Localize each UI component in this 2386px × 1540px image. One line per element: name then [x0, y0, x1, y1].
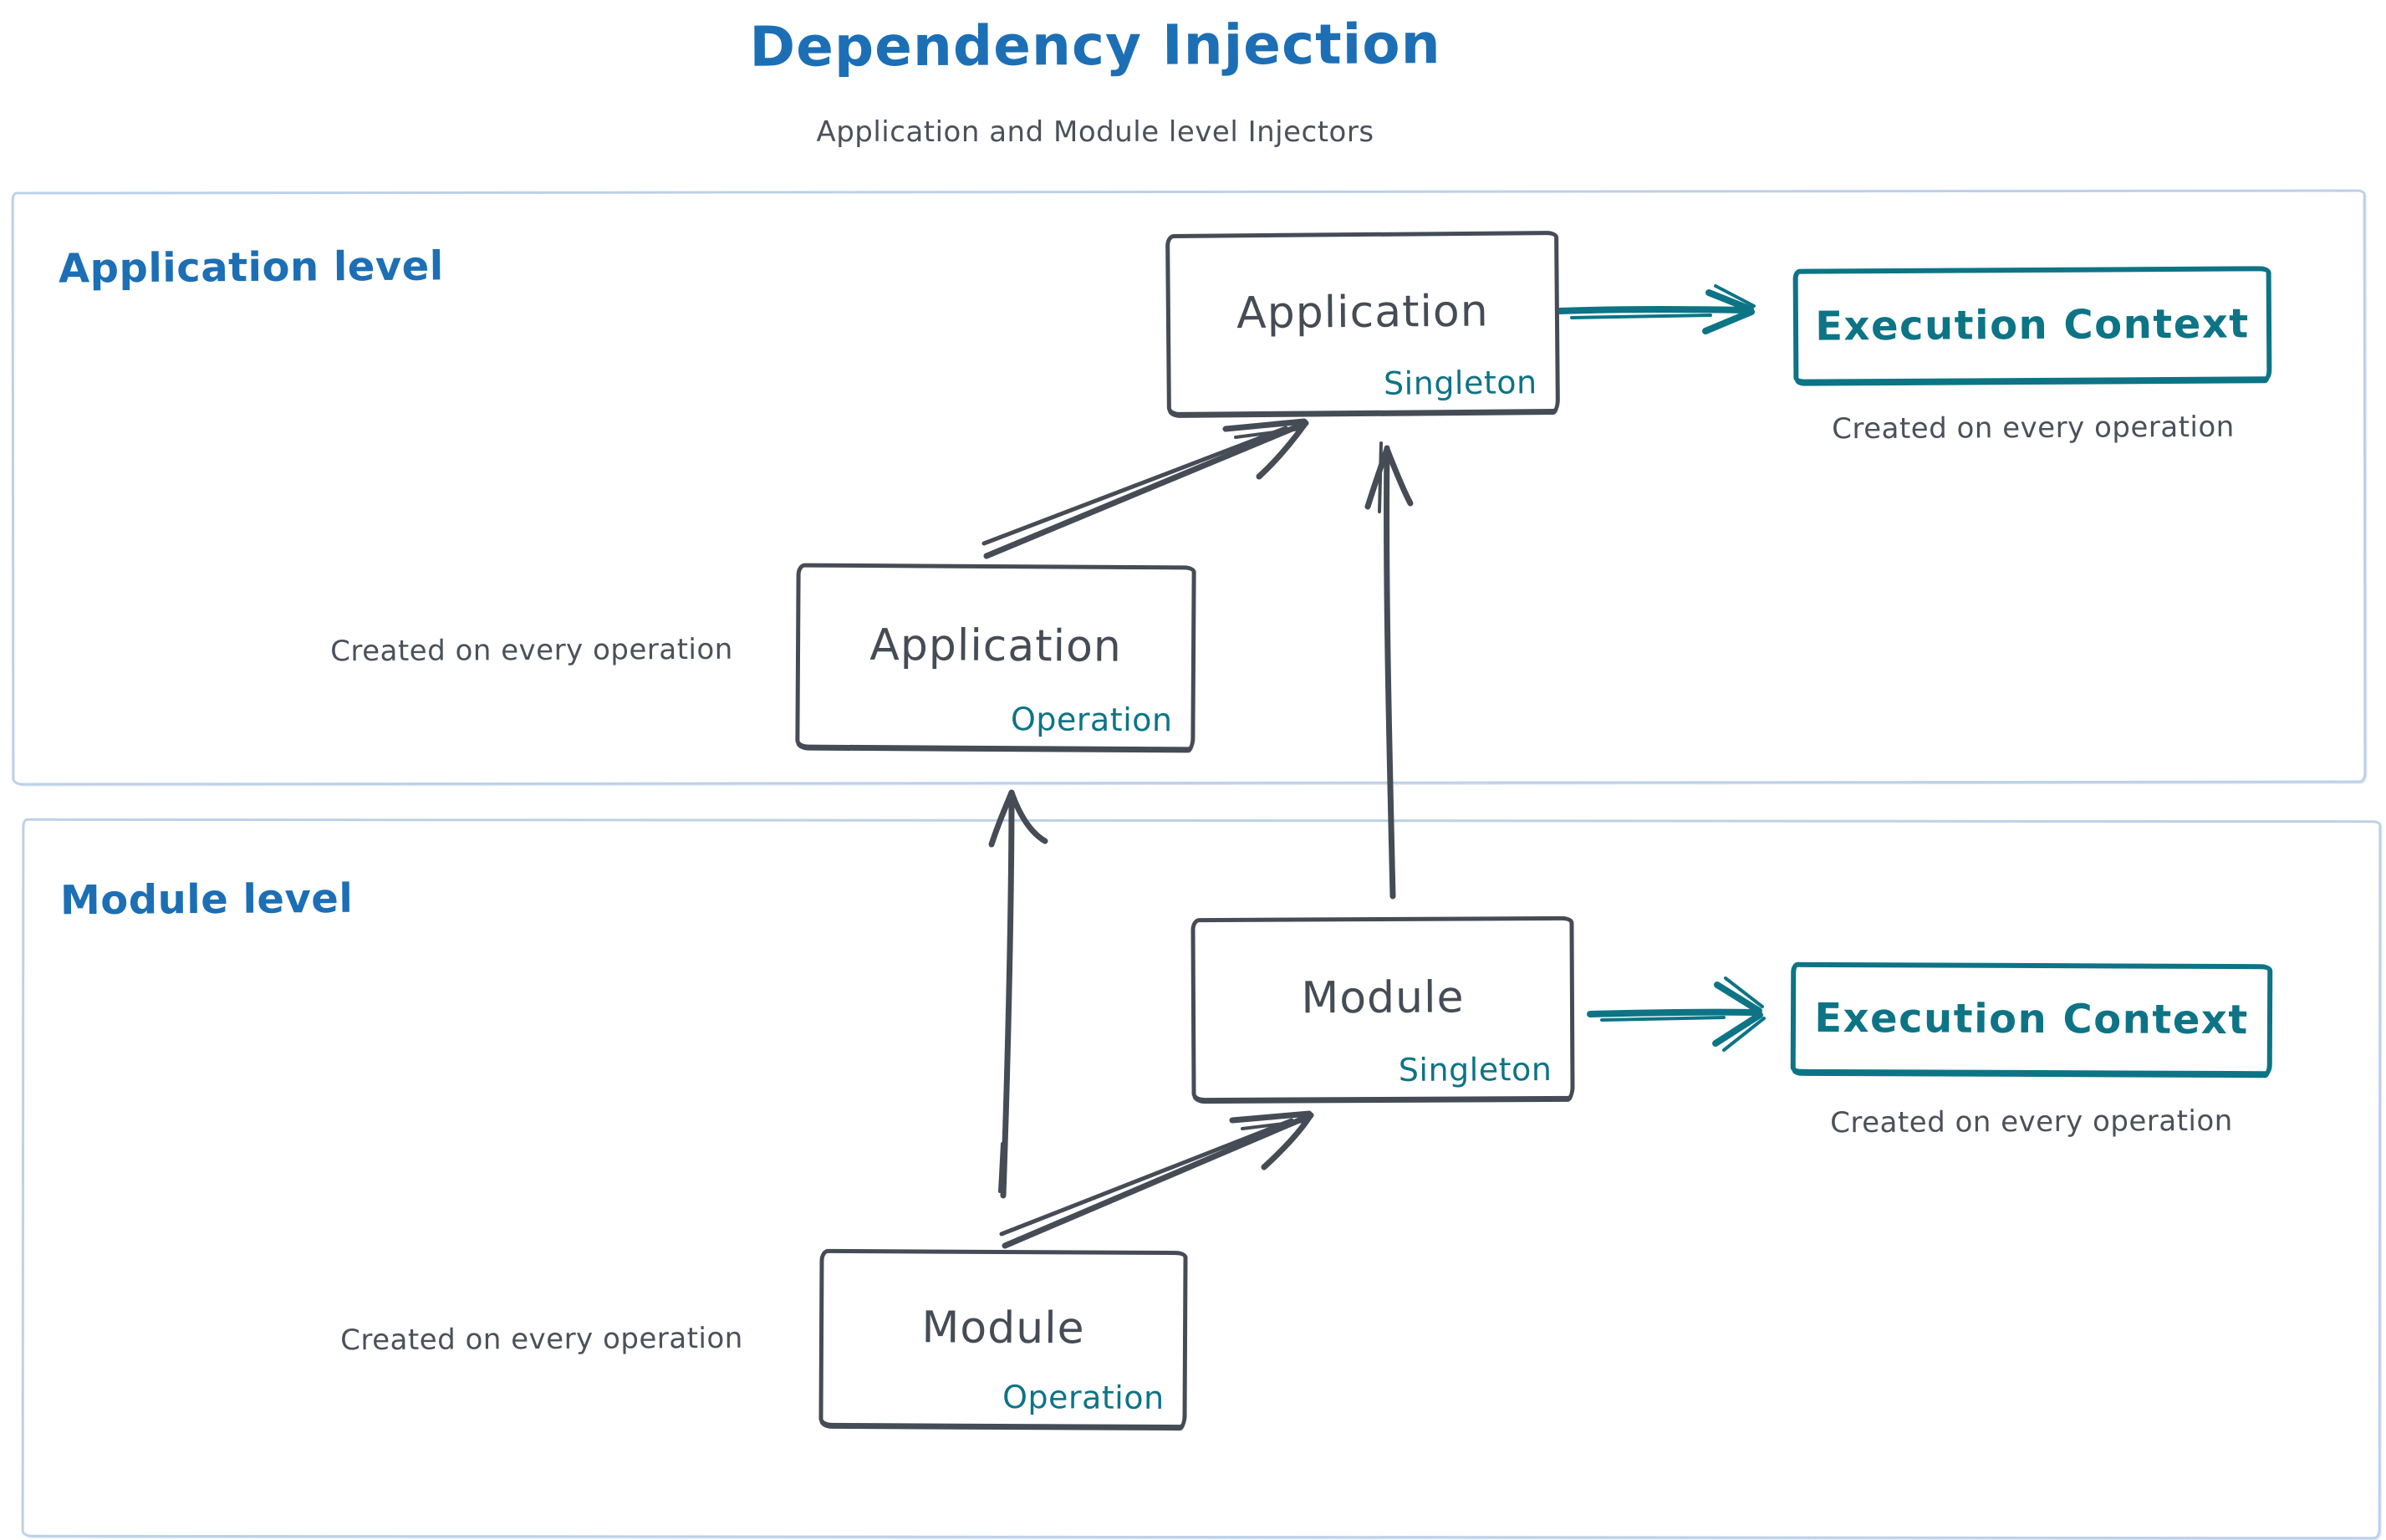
application-level-label: Application level	[58, 242, 444, 293]
application-execution-context-caption: Created on every operation	[1832, 410, 2235, 446]
diagram-title: Dependency Injection	[749, 12, 1441, 79]
module-operation-box: Module Operation	[818, 1248, 1188, 1430]
application-operation-scope: Operation	[1010, 701, 1173, 739]
application-operation-name: Application	[869, 620, 1123, 672]
application-execution-context-box: Execution Context	[1792, 266, 2272, 385]
module-singleton-box: Module Singleton	[1190, 915, 1575, 1103]
application-singleton-name: Application	[1236, 286, 1489, 339]
application-singleton-box: Application Singleton	[1165, 230, 1560, 417]
module-level-label: Module level	[59, 875, 354, 925]
application-singleton-scope: Singleton	[1383, 364, 1537, 402]
module-execution-context-label: Execution Context	[1814, 994, 2249, 1044]
module-operation-caption: Created on every operation	[340, 1321, 743, 1358]
module-singleton-scope: Singleton	[1398, 1050, 1552, 1089]
application-execution-context-label: Execution Context	[1815, 300, 2250, 350]
module-singleton-name: Module	[1301, 972, 1465, 1024]
module-operation-name: Module	[921, 1302, 1085, 1354]
application-operation-caption: Created on every operation	[330, 632, 733, 669]
module-operation-scope: Operation	[1002, 1378, 1165, 1417]
diagram-subtitle: Application and Module level Injectors	[816, 115, 1374, 149]
module-execution-context-box: Execution Context	[1790, 961, 2273, 1077]
module-execution-context-caption: Created on every operation	[1830, 1104, 2233, 1140]
application-operation-box: Application Operation	[795, 563, 1196, 752]
